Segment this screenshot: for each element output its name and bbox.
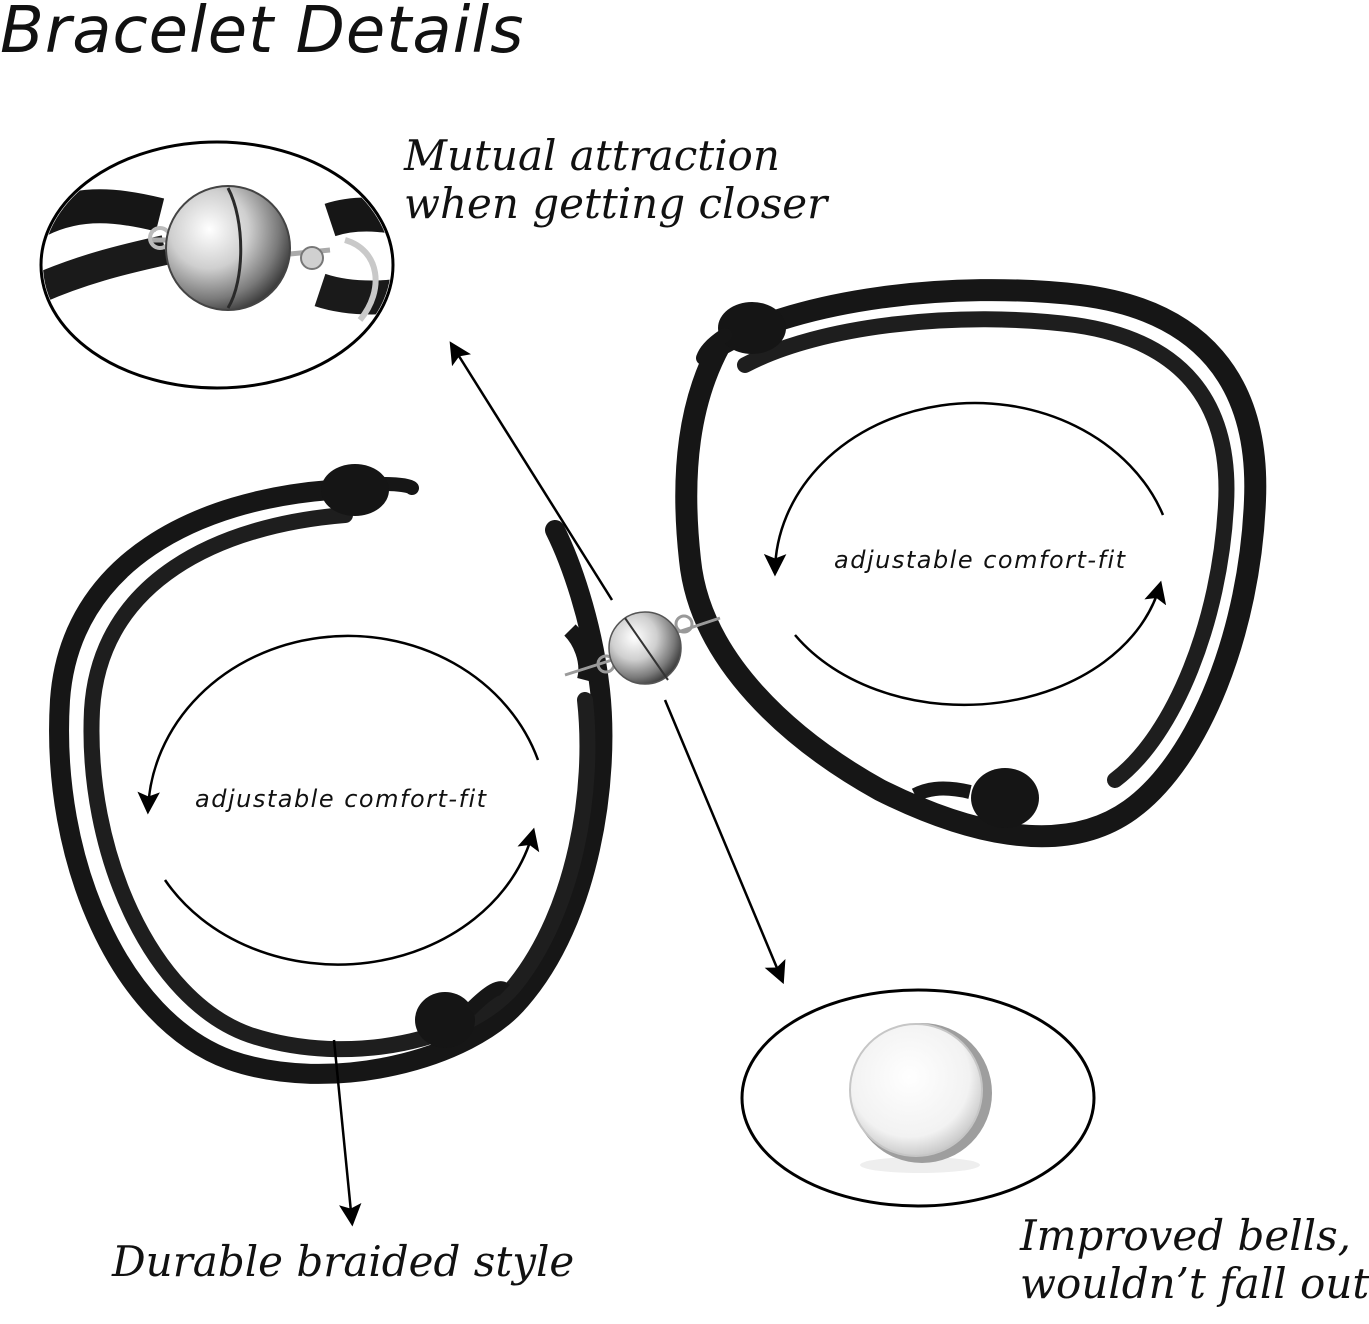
fit-arrow-upper-left — [137, 634, 540, 815]
bell-closeup-inset — [740, 988, 1096, 1208]
fit-label-right: adjustable comfort-fit — [834, 546, 1127, 574]
arrow-to-bell — [663, 699, 786, 985]
fit-arrows-right — [763, 401, 1167, 707]
arrow-to-braid — [332, 1039, 362, 1227]
fit-label-left: adjustable comfort-fit — [195, 785, 488, 813]
bell-callout: Improved bells, wouldn’t fall out — [1020, 1211, 1369, 1309]
fit-arrow-lower-right — [794, 580, 1167, 707]
braid-callout: Durable braided style — [112, 1237, 575, 1286]
slide-knot-bottom-right — [971, 768, 1039, 828]
fit-arrow-upper-right — [763, 401, 1165, 577]
slide-knot-bottom-left — [415, 992, 475, 1048]
leader-arrows — [332, 341, 786, 1227]
page-title: Bracelet Details — [0, 0, 525, 68]
fit-arrows-left — [137, 634, 540, 966]
right-bracelet — [675, 279, 1267, 848]
arrow-to-magnet — [449, 341, 614, 601]
slide-knot-top-right — [718, 302, 786, 354]
slide-knot-top-left — [321, 464, 389, 516]
magnet-closeup-inset — [39, 140, 395, 390]
magnet-callout: Mutual attraction when getting closer — [404, 131, 828, 229]
fit-arrow-lower-left — [163, 827, 540, 966]
left-bracelet — [49, 464, 613, 1084]
magnetic-clasp — [564, 611, 721, 685]
